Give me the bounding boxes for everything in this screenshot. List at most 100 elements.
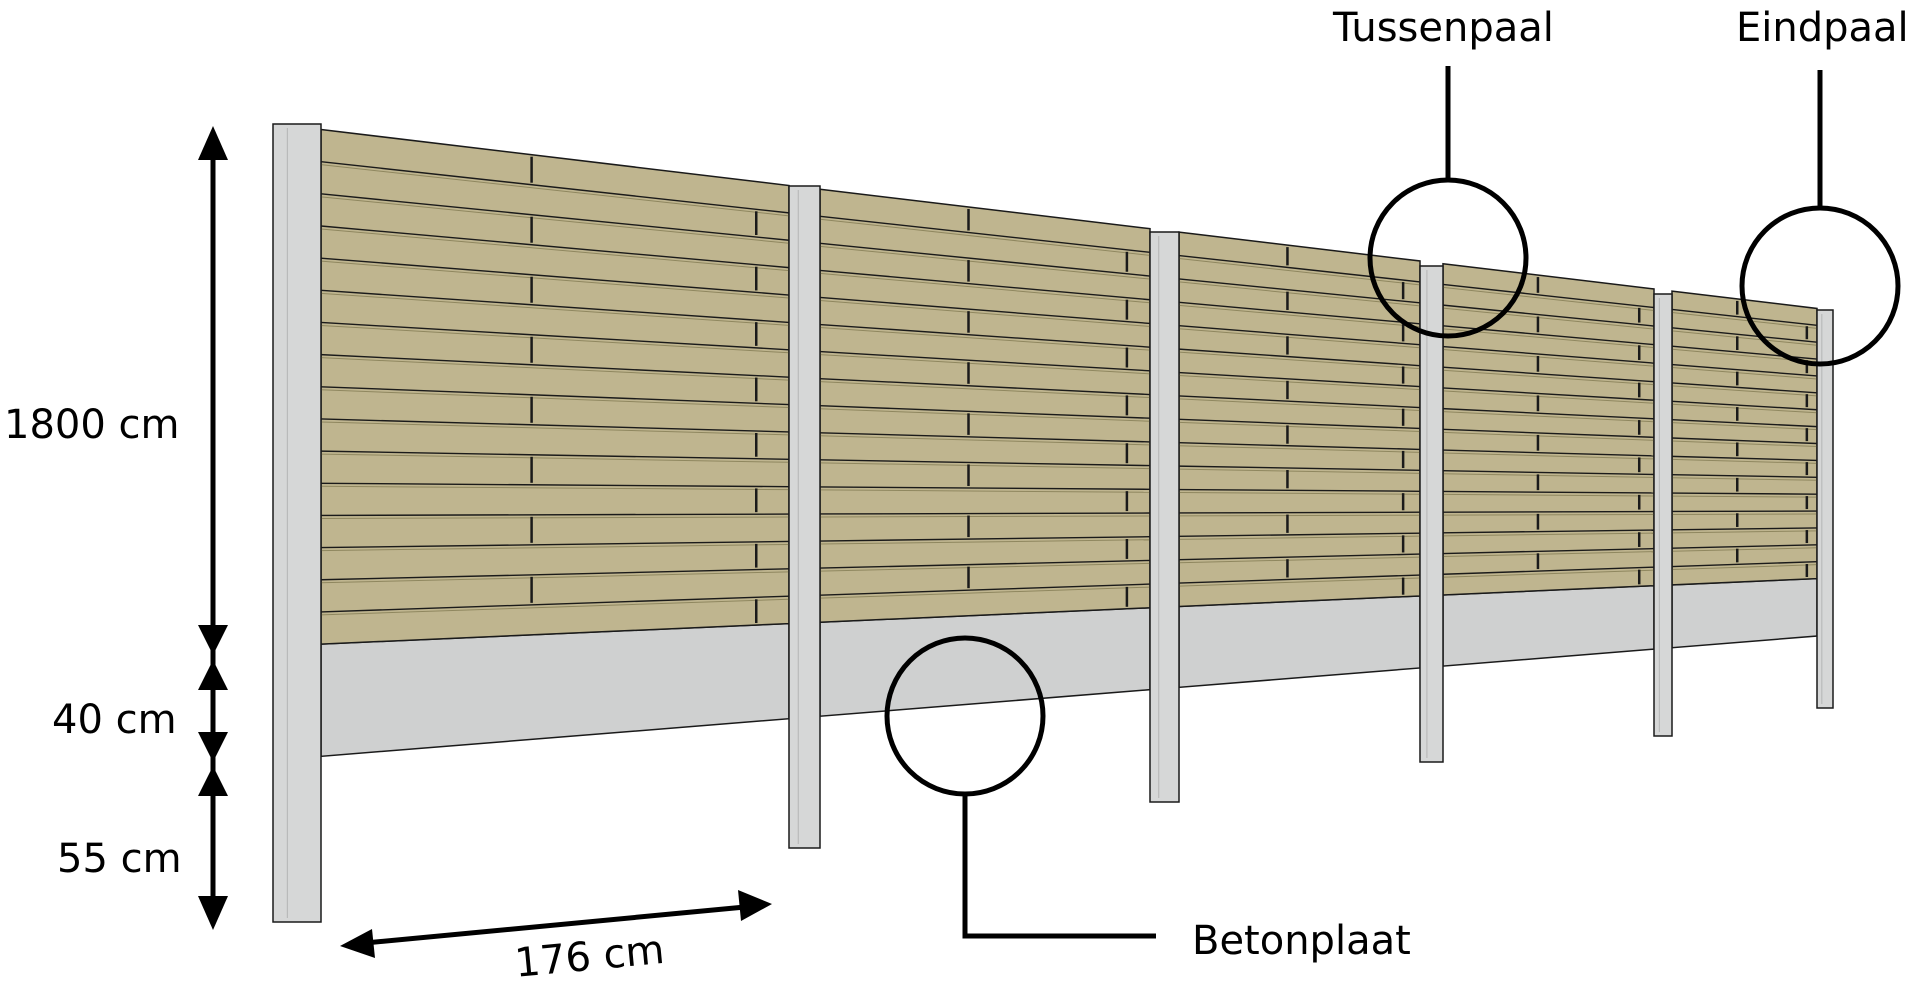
- slat-line: [1671, 308, 1818, 327]
- fence-drawing: [272, 123, 1834, 923]
- concrete-plate: [320, 622, 790, 758]
- concrete-plate: [819, 606, 1151, 718]
- slat-shadow: [320, 389, 790, 409]
- eindpaal-label: Eindpaal: [1736, 5, 1909, 51]
- slat-line: [1442, 345, 1655, 364]
- slat-line: [819, 377, 1151, 396]
- slat-shadow: [1671, 330, 1818, 346]
- slat-line: [1178, 574, 1421, 584]
- intermediate-post: [1653, 293, 1673, 737]
- concrete-plate: [1442, 584, 1655, 667]
- height-ground-label: 55 cm: [57, 836, 182, 882]
- slat-line: [320, 595, 790, 613]
- slat-line: [320, 353, 790, 378]
- slat-shadow: [1178, 468, 1421, 474]
- slat-shadow: [1178, 398, 1421, 412]
- slat-line: [320, 225, 790, 269]
- slat-shadow: [819, 515, 1151, 518]
- slat-line: [320, 482, 790, 488]
- slat-shadow: [320, 228, 790, 272]
- slat-shadow: [320, 324, 790, 354]
- slat-shadow: [320, 260, 790, 299]
- width-dimension-arrow: [340, 890, 772, 958]
- slat-line: [1178, 442, 1421, 451]
- slat-line: [1442, 547, 1655, 555]
- slat-shadow: [1178, 281, 1421, 307]
- slat-line: [320, 289, 790, 324]
- slat-line: [819, 323, 1151, 348]
- slat-line: [1442, 407, 1655, 420]
- slat-shadow: [1178, 351, 1421, 370]
- slat-line: [320, 193, 790, 241]
- eindpaal-callout: [1739, 70, 1901, 367]
- slat-line: [1671, 544, 1818, 549]
- height-plate-label: 40 cm: [52, 697, 177, 743]
- slat-line: [1671, 455, 1818, 462]
- slat-shadow: [1671, 385, 1818, 397]
- slat-line: [1442, 449, 1655, 457]
- tussenpaal-callout: [1367, 66, 1529, 339]
- slat-shadow: [1442, 369, 1655, 386]
- slat-shadow: [320, 485, 790, 491]
- slat-line: [819, 296, 1151, 325]
- end-post-right: [1816, 309, 1834, 709]
- slat-line: [819, 583, 1151, 596]
- concrete-plate: [1178, 595, 1421, 689]
- slat-line: [1178, 553, 1421, 561]
- wood-panel: [1442, 262, 1655, 596]
- slat-line: [819, 459, 1151, 467]
- slat-line: [1178, 418, 1421, 430]
- slat-line: [1178, 465, 1421, 472]
- slat-shadow: [1671, 495, 1818, 498]
- slat-line: [1178, 371, 1421, 388]
- slat-line: [1442, 566, 1655, 575]
- slat-line: [320, 450, 790, 460]
- slat-line: [1178, 511, 1421, 514]
- slat-line: [1671, 400, 1818, 411]
- slat-line: [1442, 304, 1655, 327]
- slat-shadow: [1442, 286, 1655, 311]
- slat-line: [1442, 510, 1655, 513]
- slat-line: [819, 350, 1151, 372]
- slat-line: [1178, 325, 1421, 346]
- intermediate-post: [1419, 265, 1444, 763]
- slat-line: [819, 512, 1151, 515]
- slat-shadow: [1442, 473, 1655, 478]
- slat-shadow: [1442, 349, 1655, 367]
- slat-line: [1671, 527, 1818, 531]
- slat-shadow: [819, 354, 1151, 375]
- slat-shadow: [819, 586, 1151, 599]
- slat-shadow: [1442, 514, 1655, 516]
- slat-shadow: [1671, 440, 1818, 448]
- slat-shadow: [1178, 375, 1421, 391]
- slat-shadow: [1671, 530, 1818, 534]
- slat-shadow: [1671, 477, 1818, 481]
- slat-line: [1442, 529, 1655, 534]
- slat-line: [819, 269, 1151, 301]
- slat-line: [819, 535, 1151, 542]
- tussenpaal-label: Tussenpaal: [1333, 5, 1554, 51]
- slat-line: [819, 486, 1151, 491]
- intermediate-post: [1149, 231, 1180, 803]
- slat-line: [1178, 395, 1421, 409]
- height-panel-label: 1800 cm: [4, 402, 180, 448]
- slat-line: [1671, 382, 1818, 394]
- slat-shadow: [819, 408, 1151, 422]
- slat-line: [1442, 428, 1655, 439]
- slat-line: [1178, 254, 1421, 283]
- slat-line: [320, 540, 790, 549]
- slat-line: [1178, 532, 1421, 538]
- slat-shadow: [1178, 535, 1421, 540]
- slat-shadow: [320, 571, 790, 584]
- slat-shadow: [819, 462, 1151, 470]
- slat-shadow: [1442, 532, 1655, 537]
- slat-shadow: [1178, 556, 1421, 564]
- slat-line: [819, 405, 1151, 419]
- slat-shadow: [1671, 547, 1818, 552]
- betonplaat-label: Betonplaat: [1192, 918, 1411, 964]
- wood-panel: [320, 128, 790, 645]
- slat-shadow: [1178, 577, 1421, 587]
- slat-shadow: [320, 164, 790, 217]
- slat-line: [1178, 301, 1421, 325]
